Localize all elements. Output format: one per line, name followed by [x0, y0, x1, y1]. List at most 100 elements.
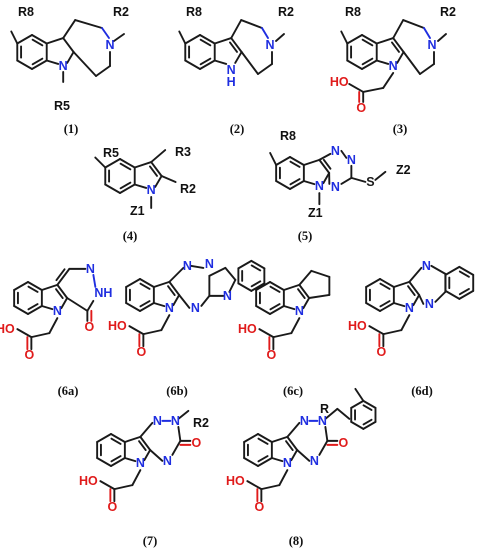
s1-benzene-bond: [16, 59, 33, 70]
s5-pyrrole-bond: [302, 180, 316, 186]
s6b-benzo-bond: [237, 282, 253, 292]
s6d-pyrrole-bond: [408, 280, 421, 296]
s2-ring-bond: [240, 19, 263, 29]
s6c-benzene-bond: [269, 281, 285, 291]
s6a-benzene-bond: [13, 305, 29, 315]
s6d-pyrrole-bond: [392, 302, 406, 308]
nitrogen-atom: N: [331, 144, 340, 158]
s8-benzyl-bond: [324, 407, 339, 420]
s4-pyrrole-bond: [154, 175, 163, 188]
s2-benzene-bond: [199, 34, 216, 45]
s3-benzene-bond: [346, 34, 363, 45]
oxygen-atom: O: [84, 320, 94, 334]
s6b-ring-bond: [200, 294, 211, 307]
nitrogen-atom: N: [389, 59, 398, 73]
s6b-ring-bond: [228, 278, 237, 293]
s1-benzene-bond: [16, 34, 33, 45]
s6d-benzo-bond: [444, 265, 461, 276]
s3-benzene-bond: [346, 59, 363, 70]
s2-n-substituent-bond: [275, 33, 285, 42]
s5-z2-bond: [374, 170, 387, 181]
nitrogen-atom: N: [427, 38, 436, 52]
s6d-ring-bond: [418, 294, 425, 305]
s6b-benzo-bond: [250, 259, 266, 270]
s8-pyrrole-bond: [270, 435, 289, 443]
s5-r8-bond: [269, 152, 278, 166]
bonds-layer: [10, 19, 475, 503]
s6b-double-bond: [167, 285, 176, 297]
hydroxyl-atom: HO: [226, 474, 245, 488]
substituent-r2-3: R2: [440, 5, 456, 19]
nitrogen-atom: N: [318, 414, 327, 428]
nitrogen-atom: N: [147, 183, 156, 197]
s6a-chain-bond: [48, 317, 59, 335]
nitrogen-atom: N: [86, 262, 95, 276]
s6a-pyrrole-bond: [40, 283, 59, 291]
oxygen-atom: O: [338, 436, 348, 450]
caption-5: (5): [298, 229, 313, 243]
s7-pyrrole-bond: [123, 435, 142, 443]
s6a-benzene-bond: [27, 305, 43, 315]
s6a-chain-bond: [30, 332, 51, 339]
s7-oh-bond: [99, 480, 116, 491]
substituent-z2-5: Z2: [396, 163, 411, 177]
nitrogen-atom: NH: [94, 286, 112, 300]
s6c-benzene-double-bond: [269, 303, 281, 311]
substituent-r2-4: R2: [180, 182, 196, 196]
s6c-benzene-bond: [255, 281, 271, 291]
s6b-pyrrole-bond: [168, 280, 181, 296]
s6b-ring-bond: [224, 266, 237, 281]
caption-8: (8): [289, 534, 304, 548]
s8-phenyl-bond: [362, 420, 377, 430]
s6b-ring-bond: [190, 264, 205, 269]
nitrogen-atom: N: [153, 414, 162, 428]
oxygen-atom: O: [107, 500, 117, 514]
s6b-benzo-bond: [237, 259, 253, 270]
s3-benzene-bond: [361, 34, 378, 45]
s4-pyrrole-bond: [133, 183, 148, 189]
s3-ring-bond: [419, 63, 435, 75]
s8-pyrrole-bond: [270, 457, 284, 463]
s6b-pyrrole-bond: [152, 302, 166, 308]
s2-double-bond: [229, 41, 238, 53]
s2-ring-bond: [257, 63, 273, 75]
s2-pyrrole-bond: [234, 51, 243, 64]
s5-benzene-bond: [275, 180, 291, 190]
s6a-ring-bond: [86, 299, 95, 312]
s3-benzene-double-bond: [361, 38, 374, 47]
s3-chain-bond: [382, 71, 395, 89]
s5-pyrrole-bond: [322, 172, 331, 185]
s6c-ring-bond: [298, 269, 313, 286]
s6b-ring-bond: [208, 266, 227, 277]
s6d-ring-bond: [408, 266, 423, 283]
caption-7: (7): [143, 534, 158, 548]
s6b-ring-bond: [168, 266, 185, 283]
s4-benzene-bond: [104, 158, 121, 169]
nitrogen-atom: N: [105, 38, 114, 52]
substituent-z1-5: Z1: [308, 206, 323, 220]
s6c-chain-bond: [272, 332, 293, 339]
s8-benzene-bond: [257, 433, 273, 443]
s6c-pyrrole-bond: [282, 305, 296, 311]
s7-pyrrole-bond: [123, 457, 137, 463]
s1-benzene-double-bond: [31, 38, 44, 47]
s6a-benzene-bond: [13, 281, 29, 291]
substituent-r-8: R: [320, 402, 329, 416]
s6d-chain-bond: [382, 329, 403, 336]
s3-pyrrole-bond: [396, 51, 405, 64]
s7-ring-bond: [149, 449, 164, 462]
s8-ring-bond: [286, 421, 301, 438]
s3-pyrrole-bond: [392, 37, 405, 53]
s1-ring-bond: [72, 51, 97, 77]
substituent-z1-4: Z1: [130, 204, 145, 218]
s2-pyrrole-bond: [213, 59, 228, 65]
s8-benzene-bond: [243, 457, 259, 467]
s6b-pyrrole-bond: [172, 294, 181, 307]
s7-ring-bond: [171, 439, 182, 456]
s4-r2-bond: [160, 175, 177, 183]
s6a-pyrrole-bond: [40, 305, 54, 311]
caption-6c: (6c): [283, 384, 303, 398]
s8-oh-bond: [246, 480, 263, 491]
nitrogen-atom: N: [223, 289, 232, 303]
s8-phenyl-bond: [362, 399, 377, 409]
